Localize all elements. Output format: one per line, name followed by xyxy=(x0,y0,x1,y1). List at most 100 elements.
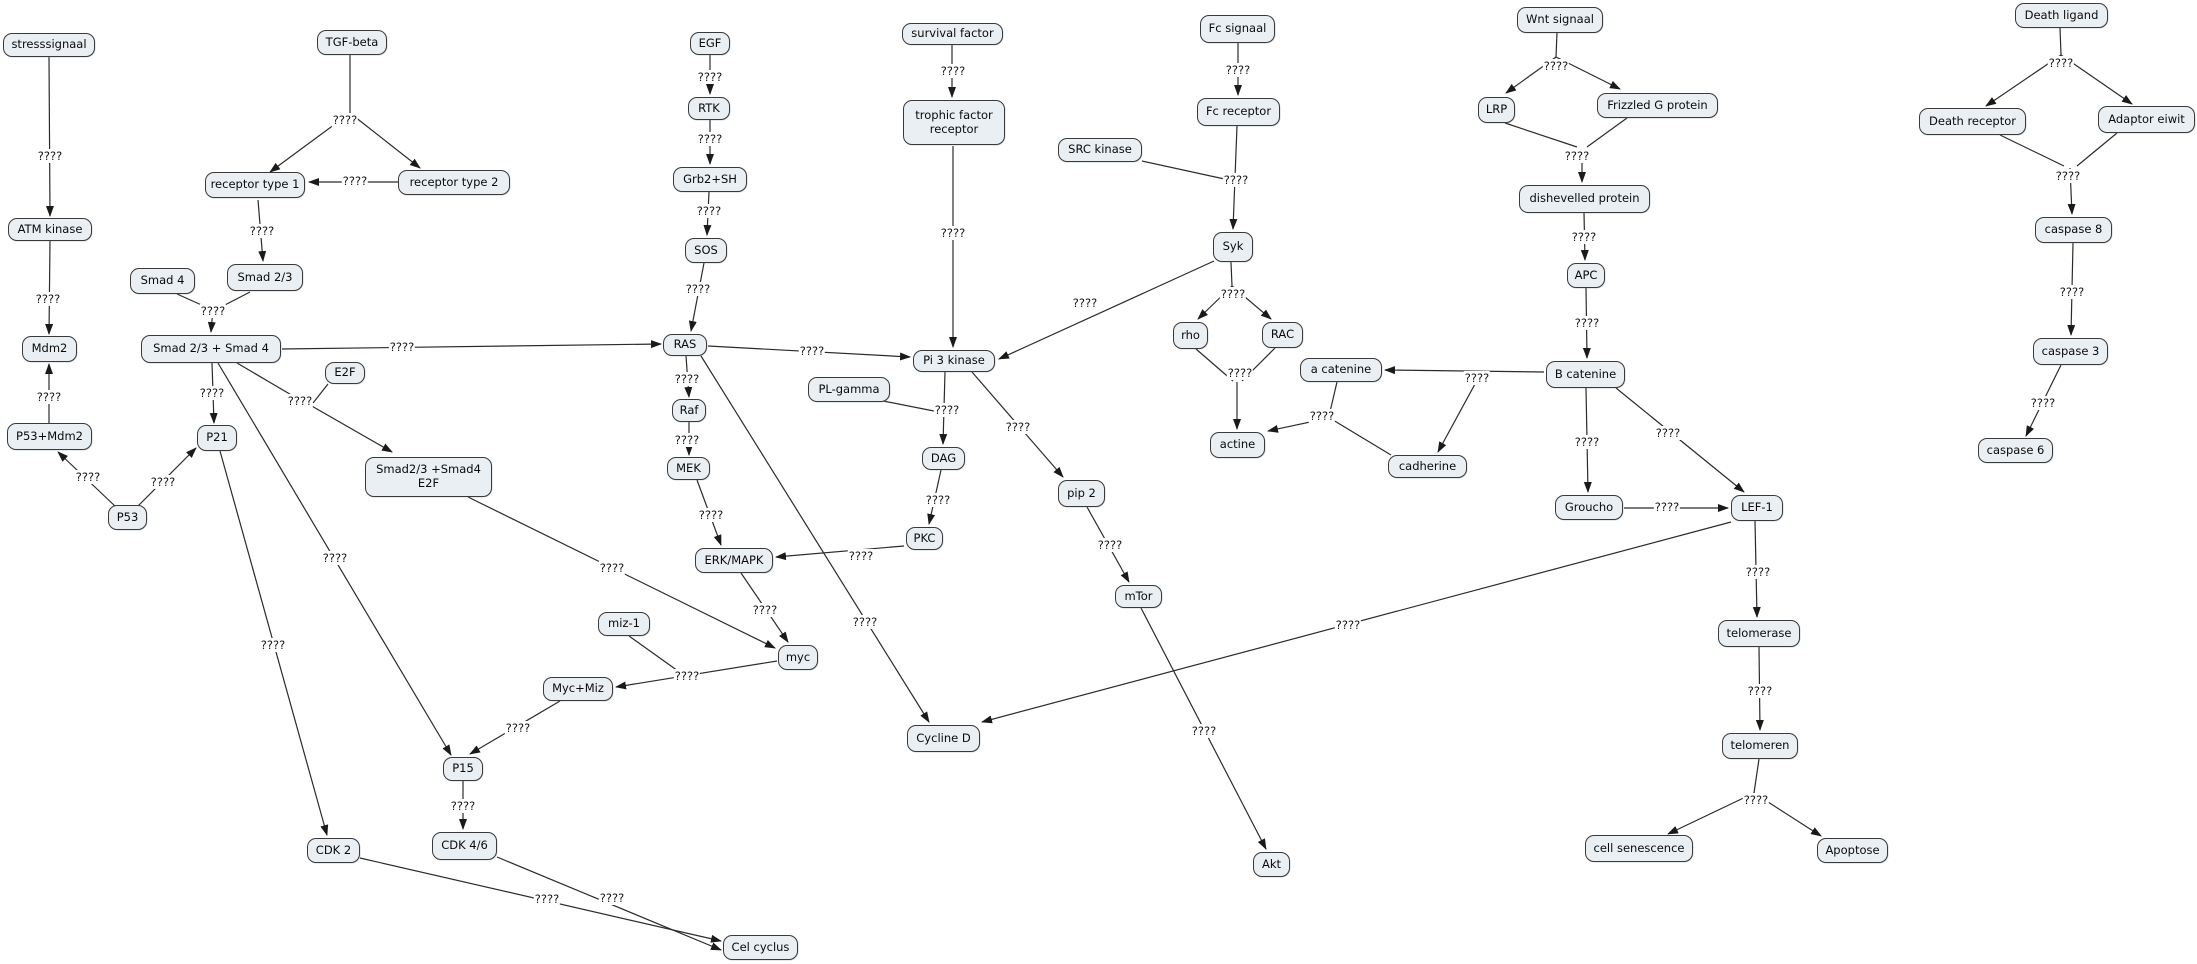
node-erk-mapk[interactable]: ERK/MAPK xyxy=(695,548,773,573)
node-survival-factor[interactable]: survival factor xyxy=(902,23,1003,45)
link-label[interactable]: ???? xyxy=(798,344,826,358)
node-rtk[interactable]: RTK xyxy=(688,97,730,120)
node-trophic-factor-receptor[interactable]: trophic factor receptor xyxy=(903,100,1005,145)
link-label[interactable]: ???? xyxy=(1308,409,1336,423)
link-label[interactable]: ???? xyxy=(259,638,287,652)
link-label[interactable]: ???? xyxy=(248,224,276,238)
link-label[interactable]: ???? xyxy=(598,891,626,905)
link-label[interactable]: ???? xyxy=(1334,618,1362,632)
link-label[interactable]: ???? xyxy=(673,433,701,447)
node-myc[interactable]: myc xyxy=(778,645,818,670)
node-wnt-signaal[interactable]: Wnt signaal xyxy=(1517,7,1603,33)
link-label[interactable]: ???? xyxy=(684,282,712,296)
link-label[interactable]: ???? xyxy=(1654,426,1682,440)
node-pl-gamma[interactable]: PL-gamma xyxy=(808,377,890,402)
node-ras[interactable]: RAS xyxy=(663,334,707,356)
node-smad-23-smad-4[interactable]: Smad 2/3 + Smad 4 xyxy=(141,335,281,363)
link-label[interactable]: ???? xyxy=(1463,371,1491,385)
link-label[interactable]: ???? xyxy=(1542,59,1570,73)
node-p21[interactable]: P21 xyxy=(197,425,237,451)
node-pip-2[interactable]: pip 2 xyxy=(1058,480,1105,507)
link-label[interactable]: ???? xyxy=(34,292,62,306)
link-label[interactable]: ???? xyxy=(851,615,879,629)
node-fc-signaal[interactable]: Fc signaal xyxy=(1200,15,1275,43)
link-label[interactable]: ???? xyxy=(321,551,349,565)
node-rho[interactable]: rho xyxy=(1173,322,1208,349)
node-p53-mdm2[interactable]: P53+Mdm2 xyxy=(7,423,92,450)
node-cdk-2[interactable]: CDK 2 xyxy=(307,838,360,863)
link-label[interactable]: ???? xyxy=(847,549,875,563)
node-dag[interactable]: DAG xyxy=(922,447,965,470)
link-label[interactable]: ???? xyxy=(1071,296,1099,310)
link-label[interactable]: ???? xyxy=(939,64,967,78)
node-receptor-type-2[interactable]: receptor type 2 xyxy=(398,170,510,195)
node-syk[interactable]: Syk xyxy=(1213,232,1253,262)
node-caspase-6[interactable]: caspase 6 xyxy=(1978,438,2053,463)
node-pi-3-kinase[interactable]: Pi 3 kinase xyxy=(913,350,995,372)
link-label[interactable]: ???? xyxy=(504,721,532,735)
node-sos[interactable]: SOS xyxy=(685,238,727,263)
node-groucho[interactable]: Groucho xyxy=(1555,495,1623,520)
node-smad23-smad4-e2f[interactable]: Smad2/3 +Smad4 E2F xyxy=(365,457,492,497)
node-raf[interactable]: Raf xyxy=(672,399,706,422)
link-label[interactable]: ???? xyxy=(673,372,701,386)
link-label[interactable]: ???? xyxy=(1224,63,1252,77)
link-label[interactable]: ???? xyxy=(695,204,723,218)
node-stresssignaal[interactable]: stresssignaal xyxy=(3,33,95,57)
link-label[interactable]: ???? xyxy=(199,304,227,318)
node-e2f[interactable]: E2F xyxy=(325,362,365,384)
link-label[interactable]: ???? xyxy=(533,892,561,906)
node-cycline-d[interactable]: Cycline D xyxy=(907,725,980,752)
link-label[interactable]: ???? xyxy=(2047,56,2075,70)
link-label[interactable]: ???? xyxy=(388,340,416,354)
node-cel-cyclus[interactable]: Cel cyclus xyxy=(723,935,798,960)
link-label[interactable]: ???? xyxy=(1742,793,1770,807)
link-label[interactable]: ???? xyxy=(751,603,779,617)
node-actine[interactable]: actine xyxy=(1210,432,1265,458)
node-receptor-type-1[interactable]: receptor type 1 xyxy=(205,172,305,198)
link-label[interactable]: ???? xyxy=(449,799,477,813)
link-label[interactable]: ???? xyxy=(1096,538,1124,552)
link-label[interactable]: ???? xyxy=(286,394,314,408)
node-pkc[interactable]: PKC xyxy=(906,527,943,550)
node-mek[interactable]: MEK xyxy=(667,457,710,480)
link-label[interactable]: ???? xyxy=(2054,169,2082,183)
link-label[interactable]: ???? xyxy=(2058,285,2086,299)
node-caspase-8[interactable]: caspase 8 xyxy=(2035,217,2112,243)
link-label[interactable]: ???? xyxy=(696,132,724,146)
link-label[interactable]: ???? xyxy=(933,403,961,417)
link-label[interactable]: ???? xyxy=(697,508,725,522)
link-label[interactable]: ???? xyxy=(696,70,724,84)
node-atm-kinase[interactable]: ATM kinase xyxy=(8,218,92,241)
node-fc-receptor[interactable]: Fc receptor xyxy=(1197,98,1280,126)
link-label[interactable]: ???? xyxy=(1190,724,1218,738)
link-label[interactable]: ???? xyxy=(1563,149,1591,163)
node-smad-4[interactable]: Smad 4 xyxy=(130,268,195,294)
node-lef-1[interactable]: LEF-1 xyxy=(1731,495,1783,521)
link-label[interactable]: ???? xyxy=(939,226,967,240)
link-label[interactable]: ???? xyxy=(35,390,63,404)
link-label[interactable]: ???? xyxy=(1219,287,1247,301)
node-egf[interactable]: EGF xyxy=(690,32,730,55)
link-label[interactable]: ???? xyxy=(1222,173,1250,187)
node-mdm2[interactable]: Mdm2 xyxy=(22,336,77,362)
node-rac[interactable]: RAC xyxy=(1262,322,1303,348)
node-miz-1[interactable]: miz-1 xyxy=(598,612,650,636)
node-death-receptor[interactable]: Death receptor xyxy=(1919,108,2026,135)
node-p15[interactable]: P15 xyxy=(443,757,483,781)
node-apc[interactable]: APC xyxy=(1567,263,1605,288)
node-death-ligand[interactable]: Death ligand xyxy=(2015,3,2108,28)
link-label[interactable]: ???? xyxy=(198,386,226,400)
link-label[interactable]: ???? xyxy=(36,149,64,163)
node-apoptose[interactable]: Apoptose xyxy=(1817,838,1888,863)
node-telomerase[interactable]: telomerase xyxy=(1718,620,1800,647)
node-cadherine[interactable]: cadherine xyxy=(1388,455,1467,478)
link-label[interactable]: ???? xyxy=(149,475,177,489)
node-smad-2-3[interactable]: Smad 2/3 xyxy=(227,264,303,291)
node-p53[interactable]: P53 xyxy=(108,505,147,530)
node-mtor[interactable]: mTor xyxy=(1115,585,1162,608)
link-label[interactable]: ???? xyxy=(1573,316,1601,330)
node-adaptor-eiwit[interactable]: Adaptor eiwit xyxy=(2098,106,2195,133)
node-akt[interactable]: Akt xyxy=(1253,852,1290,877)
node-cell-senescence[interactable]: cell senescence xyxy=(1585,835,1693,862)
